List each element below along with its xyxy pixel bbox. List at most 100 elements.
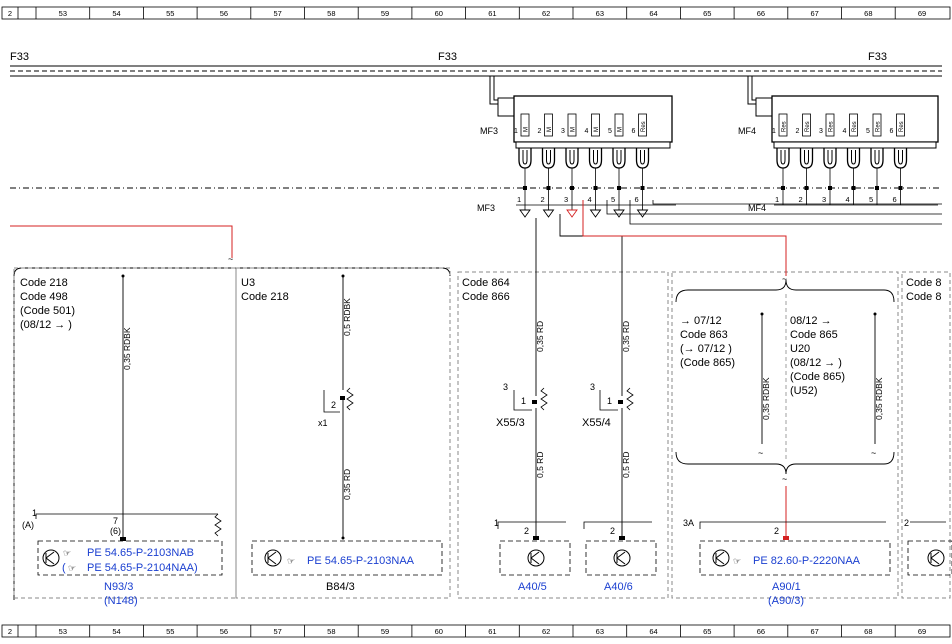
s4-pe-link[interactable]: PE 82.60-P-2220NAA: [753, 555, 861, 567]
bus-f33: F33 F33 F33: [10, 51, 942, 77]
bus-label-left: F33: [10, 51, 29, 63]
fuse-slot-text: M: [571, 127, 577, 132]
connector-pin-number: 2: [799, 195, 803, 204]
fuse-slot: [849, 113, 858, 137]
s4-left-line-1: → 07/12: [680, 315, 722, 327]
ruler-cell: 56: [220, 627, 228, 636]
section-frames: [13, 267, 951, 600]
s1-pe-link-1[interactable]: PE 54.65-P-2103NAB: [87, 547, 194, 559]
connector-pin-number: 4: [588, 195, 592, 204]
s3-wire-b2: 0,5 RD: [621, 452, 631, 478]
s3-conn-a: X55/3: [496, 417, 525, 429]
s2-conn: x1: [318, 418, 328, 428]
s2-pe-link[interactable]: PE 54.65-P-2103NAA: [307, 555, 415, 567]
fuse-slot: [778, 113, 788, 137]
ruler-cell: 67: [810, 627, 818, 636]
s2-transistor-icon: [264, 549, 282, 567]
s4-pin-3a: 3A: [683, 518, 694, 528]
ruler-cell: 58: [327, 627, 335, 636]
ruler-cell: 67: [810, 9, 818, 18]
s5-transistor-icon: [927, 549, 945, 567]
ruler-cell: 54: [112, 627, 120, 636]
svg-text:~: ~: [782, 474, 787, 484]
ruler-cell: 55: [166, 9, 174, 18]
connector-pin-number: 6: [635, 195, 639, 204]
fuse-slot: [520, 113, 530, 137]
s4-component[interactable]: A90/1: [772, 581, 801, 593]
fuse-slot-number: 3: [561, 128, 565, 135]
s1-line-1: Code 218: [20, 277, 68, 289]
ruler-cell: 64: [649, 9, 657, 18]
s1-hand-icon-1[interactable]: ☞: [63, 548, 71, 558]
ruler-cell: 55: [166, 627, 174, 636]
s4-component-alt[interactable]: (A90/3): [768, 595, 804, 607]
fuse-slot-text: Res: [782, 121, 788, 132]
fuse-slot-text: M: [618, 127, 624, 132]
fuse-slot-text: Res: [641, 121, 647, 132]
connector-pin-number: 3: [564, 195, 568, 204]
connector-pin-number: 1: [517, 195, 521, 204]
ruler-cell: 68: [864, 9, 872, 18]
connector-pin-number: 5: [611, 195, 615, 204]
s1-component-alt: (N148): [104, 595, 138, 607]
fuse-slot-text: M: [547, 127, 553, 132]
section-4: ~ → 07/12 Code 863 (→ 07/12 ) (Code 865)…: [582, 200, 895, 607]
red-wire-right: [582, 200, 787, 276]
s3-comp-b[interactable]: A40/6: [604, 581, 633, 593]
fuse-slot-text: M: [594, 127, 600, 132]
s5-line-2: Code 8: [906, 291, 941, 303]
mf4-conn-label: MF4: [748, 203, 766, 213]
s4-transistor-icon: [712, 549, 730, 567]
s2-conn-pin: 2: [331, 400, 336, 410]
fuse-slot-number: 6: [890, 128, 894, 135]
ruler-cell: 63: [596, 627, 604, 636]
s3-connector-a-icon: [513, 387, 548, 411]
fuse-slot-number: 5: [866, 128, 870, 135]
s1-pe-prefix: (: [62, 562, 66, 574]
fuse-slot-number: 1: [772, 128, 776, 135]
s3-comp-a[interactable]: A40/5: [518, 581, 547, 593]
s1-pin-a: (A): [22, 520, 34, 530]
s4-hand-icon[interactable]: ☞: [733, 556, 741, 566]
fuse-slot-number: 3: [819, 128, 823, 135]
s1-hand-icon-2[interactable]: ☞: [68, 563, 76, 573]
fuse-slot-text: Res: [805, 121, 811, 132]
ruler-cell: 58: [327, 9, 335, 18]
s3-conn-a-inner: 1: [521, 396, 526, 406]
ruler-cell: 65: [703, 9, 711, 18]
s3-wire-a2: 0,5 RD: [535, 452, 545, 478]
s2-hand-icon[interactable]: ☞: [287, 556, 295, 566]
s3-transistor-a-icon: [527, 549, 545, 567]
ruler-cell: 64: [649, 627, 657, 636]
s4-right-line-5: (Code 865): [790, 371, 845, 383]
s5-pin-2: 2: [904, 518, 909, 528]
fuse-slot-text: M: [524, 127, 530, 132]
fuse-slot: [896, 113, 905, 137]
s3-transistor-b-icon: [613, 549, 631, 567]
s1-component: N93/3: [104, 581, 133, 593]
s2-wire-1: 0,5 RDBK: [342, 298, 352, 336]
mf3-conn-label: MF3: [477, 203, 495, 213]
fuse-slot: [638, 113, 647, 137]
fuse-slot: [567, 113, 577, 137]
fuse-slot-number: 4: [843, 128, 847, 135]
connector-pin-number: 5: [869, 195, 873, 204]
section-2: U3 Code 218 0,5 RDBK 2 x1 0,35 RD ☞ PE 5…: [241, 274, 443, 593]
fuse-slot-text: Res: [876, 121, 882, 132]
ruler-cell: 66: [757, 9, 765, 18]
s1-pe-link-2[interactable]: PE 54.65-P-2104NAA): [87, 562, 198, 574]
s4-right-line-4: (08/12 → ): [790, 357, 842, 369]
ruler-cell: 2: [8, 9, 12, 18]
ruler-cell: 63: [596, 9, 604, 18]
s3-pin-1: 1: [494, 518, 499, 528]
fuse-slot-number: 6: [632, 128, 636, 135]
s3-conn-b: X55/4: [582, 417, 611, 429]
fuse-slot-number: 2: [538, 128, 542, 135]
ruler-cell: 68: [864, 627, 872, 636]
ruler-cell: 53: [59, 627, 67, 636]
mf4-label: MF4: [738, 126, 756, 136]
ruler-cell: 53: [59, 9, 67, 18]
connector-pin-number: 2: [541, 195, 545, 204]
